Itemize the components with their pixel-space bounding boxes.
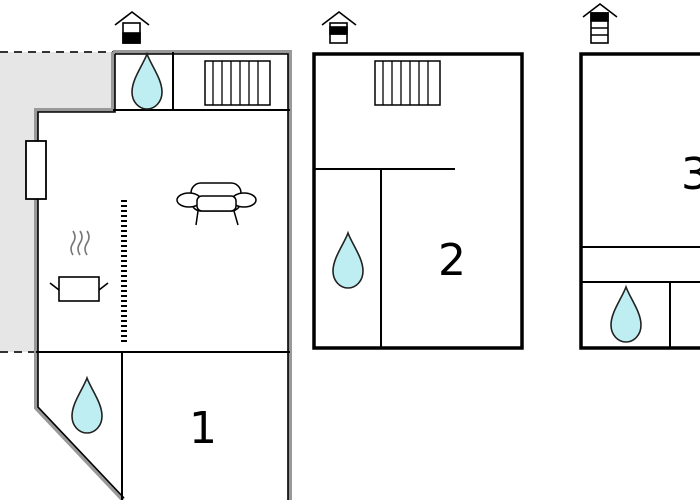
room-label-2: 2: [438, 235, 466, 286]
floor-3-outline: [579, 52, 700, 350]
floor-1-group: 1: [0, 10, 292, 500]
window-icon: [25, 140, 47, 200]
floor-3-group: 3: [579, 2, 700, 350]
room-label-1: 1: [189, 403, 217, 454]
cooking-pot-icon: [49, 230, 109, 302]
radiator-icon: [374, 60, 441, 106]
floor-indicator-first-icon: [321, 10, 357, 44]
floor-indicator-second-icon: [582, 2, 618, 44]
floor-indicator-ground-icon: [114, 10, 150, 44]
radiator-icon: [204, 60, 271, 106]
floor-2-group: 2: [312, 10, 524, 350]
room-label-3: 3: [681, 149, 700, 200]
sofa-icon: [176, 182, 257, 226]
